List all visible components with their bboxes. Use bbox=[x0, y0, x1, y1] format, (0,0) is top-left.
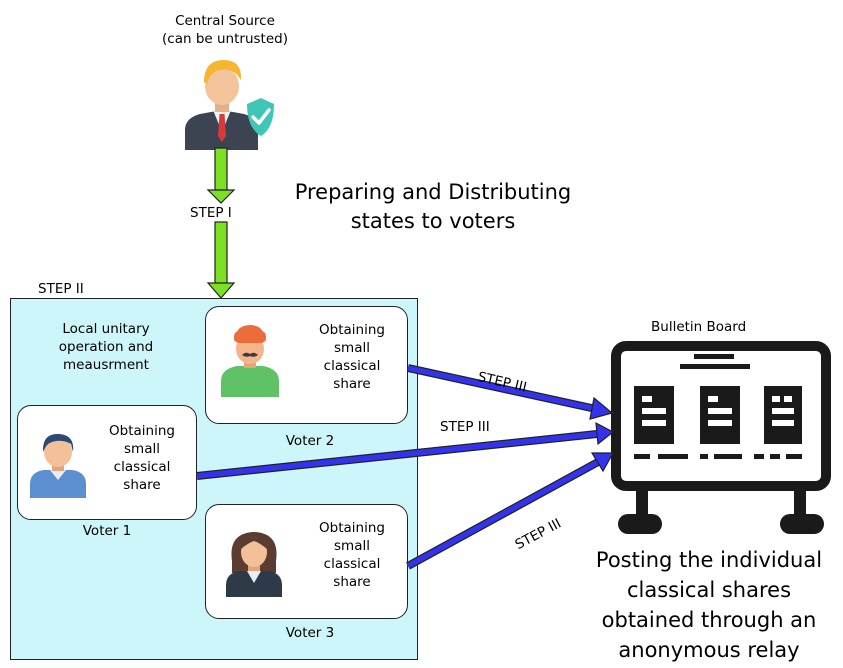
voter1-text-line2: small bbox=[124, 441, 160, 457]
step2-description-line3: meausrment bbox=[63, 357, 149, 373]
step2-label: STEP II bbox=[38, 281, 84, 297]
step2-description-line1: Local unitary bbox=[62, 321, 150, 337]
step1-description-line1: Preparing and Distributing bbox=[294, 180, 572, 204]
voter3-card: Obtaining small classical share bbox=[205, 504, 408, 619]
voter3-text-line4: share bbox=[333, 574, 371, 590]
voter3-text-line2: small bbox=[334, 538, 370, 554]
voter3-text-line3: classical bbox=[323, 556, 381, 572]
voter2-avatar-icon bbox=[221, 325, 279, 397]
board-caption-line2: classical shares bbox=[626, 578, 792, 602]
voter2-text-line2: small bbox=[334, 340, 370, 356]
step1-label: STEP I bbox=[190, 205, 232, 221]
board-caption-line4: anonymous relay bbox=[618, 638, 800, 662]
voter1-name: Voter 1 bbox=[82, 523, 132, 539]
board-caption-line3: obtained through an bbox=[601, 608, 817, 632]
step3-label-voter1: STEP III bbox=[440, 419, 490, 435]
voter1-text: Obtaining small classical share bbox=[92, 422, 192, 494]
step3-arrow-voter1 bbox=[196, 421, 615, 480]
voter1-text-line4: share bbox=[123, 477, 161, 493]
voter2-name: Voter 2 bbox=[285, 433, 335, 449]
voter1-text-line3: classical bbox=[113, 459, 171, 475]
board-caption-line1: Posting the individual bbox=[595, 548, 823, 572]
voter2-text-line4: share bbox=[333, 376, 371, 392]
voter3-name: Voter 3 bbox=[285, 625, 335, 641]
step3-arrow-voter2 bbox=[407, 364, 614, 420]
board-caption: Posting the individual classical shares … bbox=[574, 545, 843, 665]
voter2-text: Obtaining small classical share bbox=[302, 321, 402, 393]
step1-description-line2: states to voters bbox=[350, 209, 516, 233]
step2-description-line2: operation and bbox=[58, 339, 154, 355]
voter1-card: Obtaining small classical share bbox=[17, 405, 197, 520]
bulletin-board-icon bbox=[611, 341, 831, 534]
voter3-text-line1: Obtaining bbox=[319, 520, 385, 536]
central-source-subtitle: (can be untrusted) bbox=[162, 31, 288, 47]
central-source-label: Central Source (can be untrusted) bbox=[120, 12, 330, 48]
step1-arrow bbox=[206, 147, 236, 299]
step1-description: Preparing and Distributing states to vot… bbox=[268, 178, 598, 236]
voter2-text-line3: classical bbox=[323, 358, 381, 374]
central-source-person-icon bbox=[185, 60, 274, 150]
voter3-avatar-icon bbox=[226, 532, 282, 597]
voter2-text-line1: Obtaining bbox=[319, 322, 385, 338]
voter1-avatar-icon bbox=[30, 433, 86, 498]
board-title: Bulletin Board bbox=[651, 319, 747, 335]
central-source-title: Central Source bbox=[175, 13, 275, 29]
voter1-text-line1: Obtaining bbox=[109, 423, 175, 439]
voter3-text: Obtaining small classical share bbox=[302, 519, 402, 591]
step3-arrow-voter3 bbox=[406, 452, 615, 570]
step2-description: Local unitary operation and meausrment bbox=[36, 320, 176, 374]
voter2-card: Obtaining small classical share bbox=[205, 306, 408, 424]
